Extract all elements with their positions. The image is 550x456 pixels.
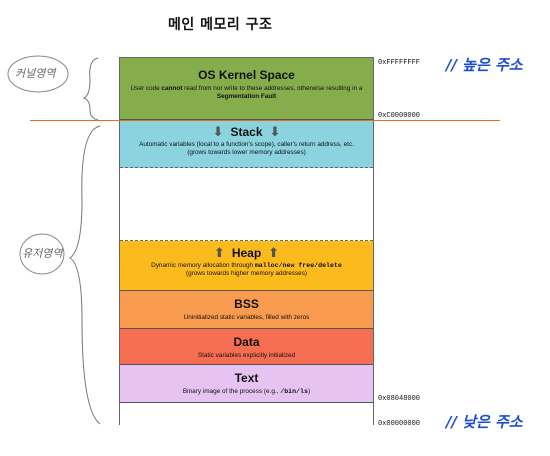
segment-heap: ⬆ Heap ⬆ Dynamic memory allocation throu… — [120, 241, 373, 291]
segment-text: Text Binary image of the process (e.g., … — [120, 365, 373, 403]
bss-name: BSS — [234, 297, 259, 311]
stack-name: Stack — [230, 125, 263, 139]
high-address-note: // 높은 주소 — [446, 56, 523, 74]
address-kernel-boundary: 0xC0000000 — [378, 112, 421, 120]
heap-desc: Dynamic memory allocation through malloc… — [151, 262, 342, 277]
data-name: Data — [233, 335, 260, 349]
user-area-brace — [69, 125, 101, 425]
arrow-down-icon: ⬇ — [212, 124, 224, 139]
segment-bottom — [120, 403, 373, 425]
arrow-up-icon: ⬆ — [213, 245, 225, 260]
heap-name: Heap — [231, 246, 262, 260]
kernel-area-circle — [7, 55, 69, 93]
kernel-area-label: 커널영역 — [15, 67, 56, 80]
address-top: 0xFFFFFFFF — [378, 59, 421, 67]
address-text-start: 0x08048000 — [378, 395, 421, 403]
kernel-desc: User code cannot read from nor write to … — [130, 85, 363, 100]
kernel-area-bracket — [7, 55, 101, 425]
memory-layout: OS Kernel Space User code cannot read fr… — [119, 57, 374, 425]
kernel-user-boundary-line — [30, 120, 500, 121]
arrow-down-icon: ⬇ — [269, 124, 281, 139]
text-desc: Binary image of the process (e.g., /bin/… — [182, 388, 311, 395]
bss-desc: Uninitialized static variables, filled w… — [183, 314, 310, 321]
arrow-up-icon: ⬆ — [268, 245, 280, 260]
user-area-circle — [19, 233, 65, 275]
user-area-label: 유저영역 — [22, 247, 63, 260]
segment-stack: ⬇ Stack ⬇ Automatic variables (local to … — [120, 120, 373, 168]
text-name: Text — [234, 371, 259, 385]
diagram-title: 메인 메모리 구조 — [168, 17, 273, 33]
segment-free-space — [120, 168, 373, 241]
segment-bss: BSS Uninitialized static variables, fill… — [120, 291, 373, 329]
stack-desc: Automatic variables (local to a function… — [139, 141, 354, 156]
kernel-area-brace — [82, 57, 99, 121]
segment-kernel: OS Kernel Space User code cannot read fr… — [120, 58, 373, 120]
low-address-note: // 낮은 주소 — [446, 413, 523, 431]
address-bottom: 0x00000000 — [378, 420, 421, 428]
kernel-name: OS Kernel Space — [198, 68, 295, 82]
data-desc: Static variables explicitly initialized — [197, 352, 296, 359]
segment-data: Data Static variables explicitly initial… — [120, 329, 373, 365]
